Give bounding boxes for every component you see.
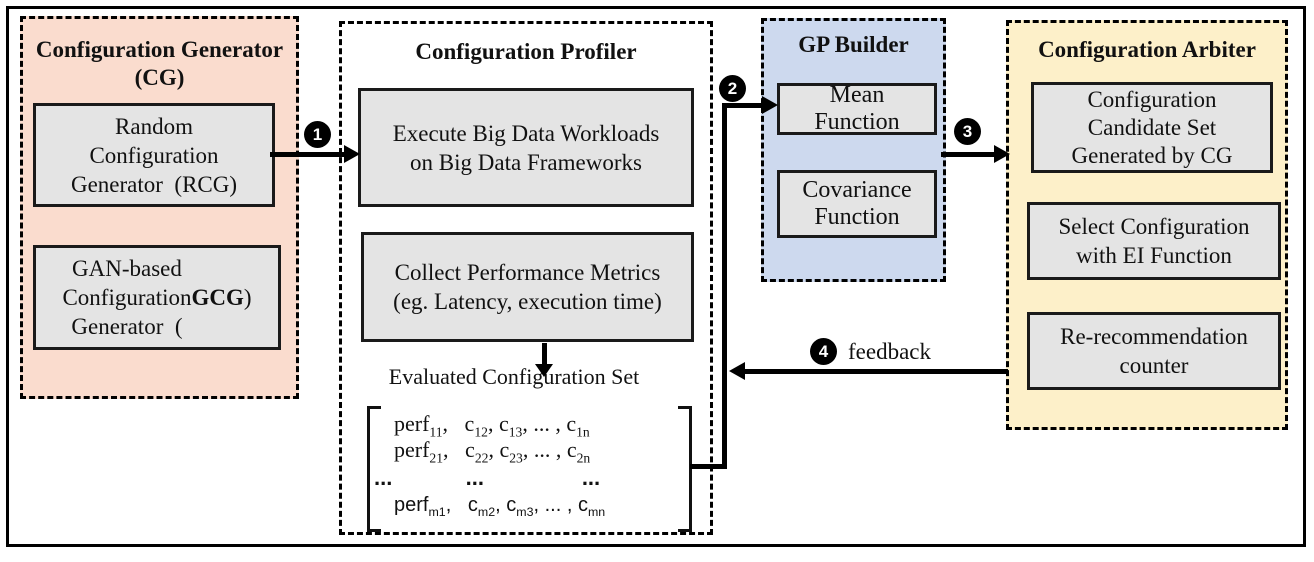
step2-badge: 2 bbox=[719, 75, 746, 102]
step3-badge: 3 bbox=[954, 118, 981, 145]
configuration-generator-title: Configuration Generator (CG) bbox=[35, 37, 284, 90]
matrix-row-2: perf21, c22, c23, ... , c2n bbox=[394, 437, 591, 466]
re-recommendation-counter-box: Re-recommendation counter bbox=[1027, 312, 1281, 390]
matrix-row-m: perfm1, cm2, cm3, ... , cmn bbox=[394, 494, 606, 519]
step1-badge: 1 bbox=[304, 121, 331, 148]
evaluated-configuration-set-label: Evaluated Configuration Set bbox=[388, 364, 640, 389]
arrow2-segment-from-matrix bbox=[690, 464, 724, 469]
feedback-arrow-head-icon bbox=[729, 362, 745, 380]
arrow2-top-segment bbox=[722, 103, 764, 108]
arrow3-head-icon bbox=[994, 145, 1010, 163]
gan-based-configuration-generator-box: GAN-based Configuration Generator (GCG) bbox=[33, 245, 281, 350]
arrow1-shaft bbox=[270, 152, 344, 157]
configuration-arbiter-title: Configuration Arbiter bbox=[1038, 37, 1256, 62]
collect-to-evaluated-arrow-head-icon bbox=[535, 364, 553, 377]
candidate-set-box: Configuration Candidate Set Generated by… bbox=[1031, 82, 1273, 173]
matrix-right-bracket bbox=[678, 406, 692, 532]
arrow2-head-icon bbox=[762, 96, 778, 114]
feedback-arrow-shaft bbox=[745, 369, 1008, 374]
arrow3-shaft bbox=[941, 152, 994, 157]
arrow1-head-icon bbox=[344, 145, 360, 163]
random-configuration-generator-box: Random Configuration Generator (RCG) bbox=[33, 103, 275, 207]
step4-badge: 4 bbox=[810, 338, 837, 365]
gp-builder-title: GP Builder bbox=[798, 32, 909, 57]
matrix-row-ellipsis: ... ... ... bbox=[374, 465, 601, 490]
select-configuration-box: Select Configuration with EI Function bbox=[1027, 202, 1281, 280]
matrix-left-bracket bbox=[367, 406, 381, 532]
feedback-label: feedback bbox=[848, 339, 931, 364]
mean-function-box: Mean Function bbox=[777, 82, 937, 135]
collect-to-evaluated-arrow-shaft bbox=[542, 343, 547, 364]
arrow2-vertical-segment bbox=[722, 103, 727, 469]
configuration-profiler-title: Configuration Profiler bbox=[415, 39, 637, 64]
collect-metrics-box: Collect Performance Metrics (eg. Latency… bbox=[361, 232, 694, 342]
panel-gp-builder bbox=[761, 18, 946, 282]
covariance-function-box: Covariance Function bbox=[777, 170, 937, 238]
execute-workloads-box: Execute Big Data Workloads on Big Data F… bbox=[358, 88, 694, 207]
matrix-row-1: perf11, c12, c13, ... , c1n bbox=[394, 411, 590, 440]
